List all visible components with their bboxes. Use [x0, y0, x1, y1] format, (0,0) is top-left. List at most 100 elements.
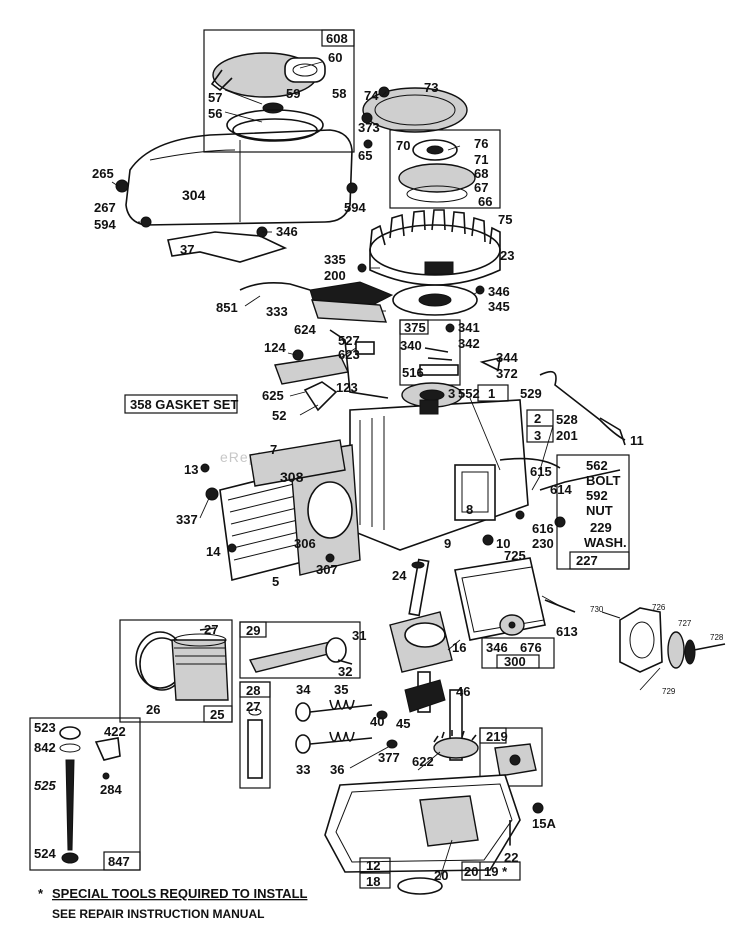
- cylinder-shield-308: [249, 439, 346, 487]
- starter-handle-grip: [292, 63, 318, 77]
- callout-27b: 27: [246, 699, 260, 714]
- piston-pin-clip: [199, 627, 216, 631]
- governor-spring-516: [419, 364, 459, 376]
- callout-284: 284: [100, 782, 122, 797]
- cylinder-head: [200, 439, 361, 581]
- rod-bolt-32: [337, 659, 353, 665]
- callout-67: 67: [474, 180, 488, 195]
- piston-ring-grooves: [174, 647, 227, 665]
- callout-24: 24: [392, 568, 407, 583]
- connecting-rod-kit: [239, 621, 361, 679]
- bearing-boss: [419, 399, 439, 415]
- flywheel: [369, 209, 501, 316]
- callout-75: 75: [498, 212, 512, 227]
- callout-29: 29: [246, 623, 260, 638]
- special-tools-note: SPECIAL TOOLS REQUIRED TO INSTALL: [52, 886, 308, 901]
- cylinder-block: [349, 382, 621, 551]
- starter-pulley-inner: [232, 118, 318, 142]
- callout-230: 230: [532, 536, 554, 551]
- repair-manual-note: SEE REPAIR INSTRUCTION MANUAL: [52, 907, 264, 921]
- callout-304: 304: [182, 187, 206, 203]
- drain-plug-15a: [532, 802, 544, 814]
- callout-608: 608: [326, 31, 348, 46]
- screw-13: [200, 463, 210, 473]
- tools-kit-tab: [103, 851, 141, 871]
- callout-19: 19 *: [484, 864, 508, 879]
- callout-8: 8: [466, 502, 473, 517]
- callout-60: 60: [328, 50, 342, 65]
- flywheel-fins: [369, 209, 501, 251]
- piston-pin-lock: [248, 708, 262, 716]
- tool-clip-422: [94, 737, 121, 761]
- governor-assembly: [479, 727, 543, 787]
- screw-10: [482, 534, 494, 546]
- cylinder-head-fins: [227, 481, 309, 561]
- callout-227: 227: [576, 553, 598, 568]
- sump-gasket-line: [335, 783, 513, 863]
- callout-335: 335: [324, 252, 346, 267]
- callout-842: 842: [34, 740, 56, 755]
- muffler-body: [619, 607, 663, 673]
- callout-25: 25: [210, 707, 224, 722]
- camshaft: [404, 679, 479, 761]
- clutch-hub: [426, 145, 444, 155]
- callout-516: 516: [402, 365, 424, 380]
- tool-shaft-525: [65, 759, 75, 851]
- callout-57: 57: [208, 90, 222, 105]
- callout-5: 5: [272, 574, 279, 589]
- callout-346a: 346: [276, 224, 298, 239]
- callout-527: 527: [338, 333, 360, 348]
- callout-340: 340: [400, 338, 422, 353]
- screw-124: [292, 349, 304, 361]
- callout-14: 14: [206, 544, 221, 559]
- callout-20a: 20: [434, 868, 448, 883]
- breather-cover-inner: [461, 471, 489, 513]
- piston-body: [171, 639, 229, 701]
- callout-7: 7: [270, 442, 277, 457]
- rotating-screen-ring: [374, 94, 456, 126]
- armature-inner: [461, 566, 545, 633]
- callout-616: 616: [532, 521, 554, 536]
- sump-body: [324, 774, 521, 873]
- callout-59: 59: [286, 86, 300, 101]
- callout-45: 45: [396, 716, 410, 731]
- callout-377: 377: [378, 750, 400, 765]
- governor-box: [479, 727, 543, 787]
- rotating-screen: [361, 86, 468, 149]
- callout-124: 124: [264, 340, 286, 355]
- part-20-19-box: [461, 861, 521, 881]
- callout-624: 624: [294, 322, 316, 337]
- tool-pin-284: [102, 772, 110, 780]
- callout-1: 1: [488, 386, 495, 401]
- muffler-face: [629, 621, 655, 659]
- callout-52: 52: [272, 408, 286, 423]
- callout-35: 35: [334, 682, 348, 697]
- callout-numbers: 608 60 59 58 57 56 304 265 267 594 594 3…: [34, 31, 724, 889]
- callout-265: 265: [92, 166, 114, 181]
- ground-wire-851: [239, 282, 311, 291]
- governor-shaft: [509, 754, 521, 766]
- piston-top: [173, 633, 227, 647]
- governor-crank-11: [599, 417, 626, 446]
- piston-pin-kit: [239, 681, 271, 789]
- callout-337: 337: [176, 512, 198, 527]
- screw-616: [515, 510, 525, 520]
- air-filter-element: [311, 299, 388, 323]
- callout-23: 23: [500, 248, 514, 263]
- callout-27a: 27: [204, 622, 218, 637]
- governor-rod-529: [539, 370, 626, 441]
- clutch-washer: [406, 185, 468, 203]
- exhaust-valve-spring: [329, 731, 355, 742]
- callout-594a: 594: [94, 217, 116, 232]
- callout-36: 36: [330, 762, 344, 777]
- intake-pipe-625: [274, 354, 350, 385]
- blower-housing-shell: [125, 129, 353, 226]
- callout-58: 58: [332, 86, 346, 101]
- callout-306: 306: [294, 536, 316, 551]
- armature: [454, 557, 576, 669]
- governor-kit-tab: [399, 319, 429, 335]
- armature-kit-tab: [496, 654, 540, 669]
- callout-729: 729: [662, 687, 676, 696]
